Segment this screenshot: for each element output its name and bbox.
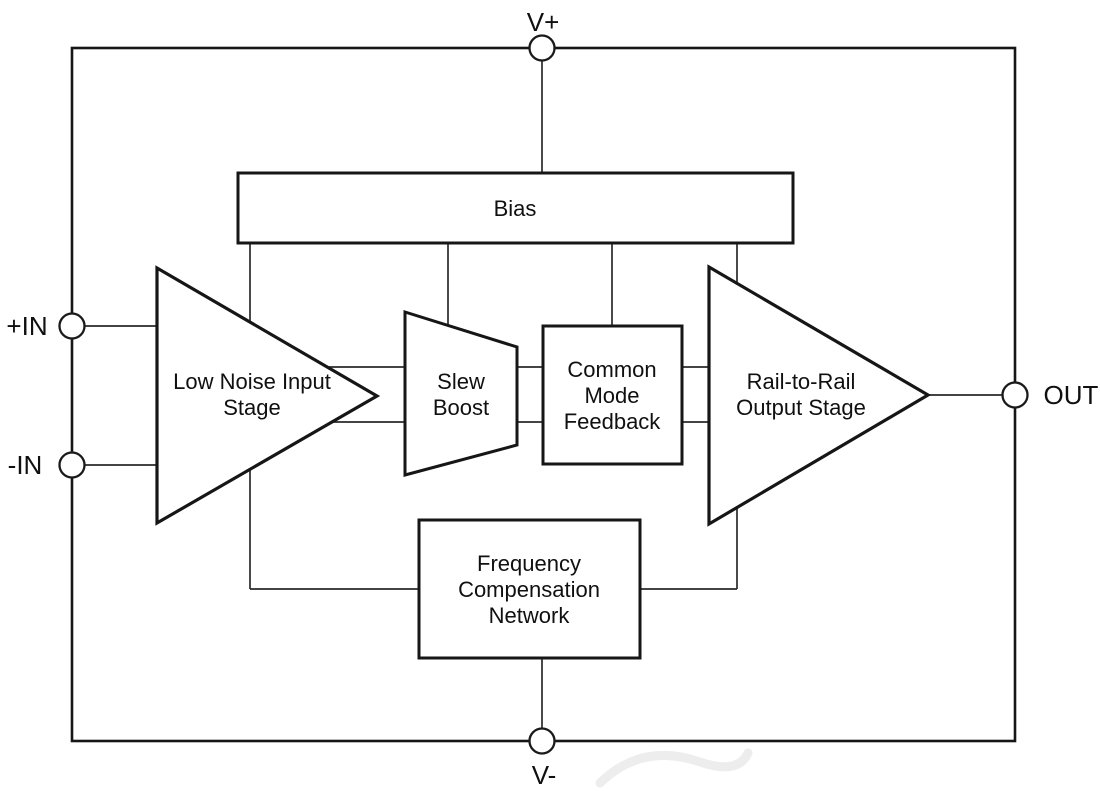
- in-plus-terminal: [58, 312, 86, 340]
- fcn-label-line3: Network: [489, 603, 571, 628]
- input-stage-label-line1: Low Noise Input: [173, 369, 331, 394]
- input-stage-label-line2: Stage: [223, 395, 281, 420]
- bias-block: [236, 171, 795, 245]
- fcn-label-line2: Compensation: [458, 577, 600, 602]
- watermark-mark: [595, 748, 753, 788]
- cmfb-label-line1: Common: [567, 357, 656, 382]
- cmfb-label-line3: Feedback: [564, 409, 662, 434]
- slew-boost-label-line1: Slew: [437, 369, 485, 394]
- output-stage-triangle: [707, 264, 932, 527]
- bias-label: Bias: [494, 196, 537, 221]
- frequency-compensation-block: [417, 518, 642, 660]
- v-minus-label: V-: [532, 760, 557, 790]
- input-stage-triangle: [155, 265, 381, 526]
- in-minus-terminal: [58, 451, 86, 479]
- output-stage-label-line2: Output Stage: [736, 395, 866, 420]
- out-terminal: [1001, 381, 1029, 409]
- v-plus-terminal: [528, 34, 556, 62]
- cmfb-label-line2: Mode: [584, 383, 639, 408]
- in-minus-label: -IN: [8, 450, 43, 480]
- v-minus-terminal: [528, 727, 556, 755]
- fcn-label-line1: Frequency: [477, 551, 581, 576]
- v-plus-label: V+: [527, 7, 560, 37]
- common-mode-feedback-block: [541, 324, 684, 466]
- output-stage-label-line1: Rail-to-Rail: [747, 369, 856, 394]
- slew-boost-trapezoid: [403, 309, 519, 477]
- in-plus-label: +IN: [6, 311, 47, 341]
- out-label: OUT: [1044, 380, 1099, 410]
- slew-boost-label-line2: Boost: [433, 395, 489, 420]
